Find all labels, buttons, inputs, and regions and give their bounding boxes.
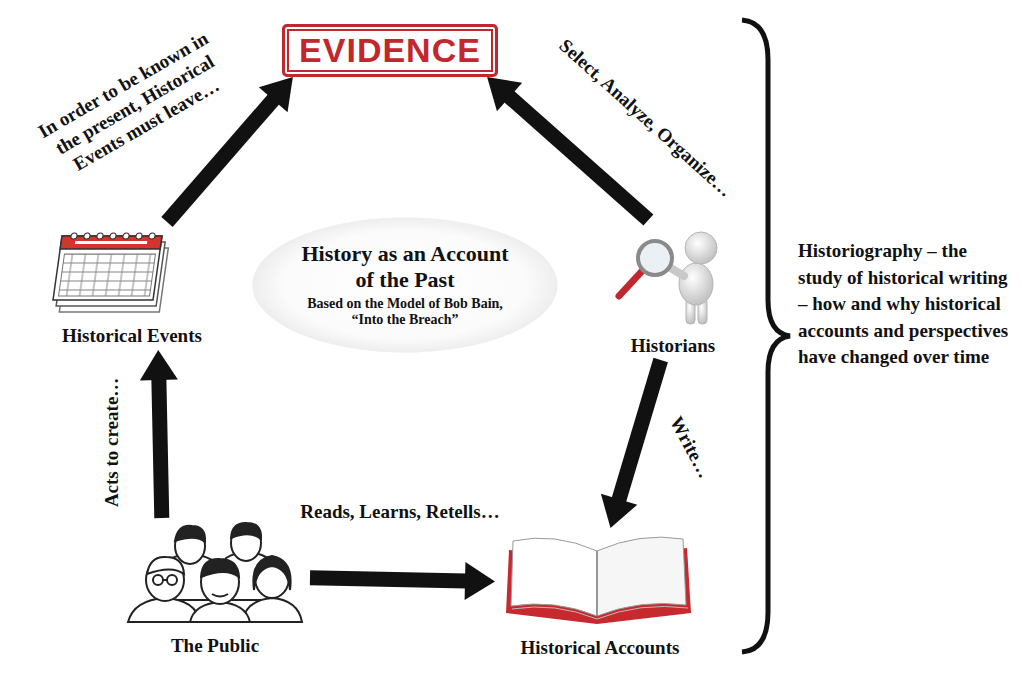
- edge-label: In order to be known in the present, His…: [22, 20, 248, 190]
- historian-figure-part: [619, 270, 643, 296]
- historian-figure-part: [685, 232, 717, 264]
- arrow-head: [140, 350, 178, 380]
- calendar-icon-part: [75, 241, 147, 244]
- center-ellipse: History as an Account of the PastBased o…: [250, 215, 560, 355]
- people-icon-part: [201, 559, 239, 577]
- people-icon-part: [175, 526, 205, 542]
- calendar-icon-part: [149, 233, 156, 239]
- people-icon-part: [163, 579, 167, 581]
- curly-bracket: [742, 20, 790, 652]
- calendar-icon-part: [53, 236, 162, 300]
- events-node: Historical Events: [45, 222, 220, 350]
- arrow-shaft: [310, 578, 467, 581]
- calendar-icon-part: [71, 233, 78, 239]
- flow-arrow: [310, 562, 495, 600]
- arrow-shaft: [159, 378, 162, 518]
- ellipse-shape: [253, 218, 557, 352]
- node-text: EVIDENCE: [299, 31, 481, 70]
- people-icon-part: [253, 556, 290, 590]
- people-icon-part: [212, 594, 228, 597]
- historian-figure-part: [638, 241, 672, 275]
- calendar-icon: [51, 233, 170, 312]
- people-icon-part: [231, 523, 261, 539]
- people-icon-part: [147, 557, 184, 574]
- calendar-icon-part: [110, 233, 117, 239]
- accounts-node: Historical Accounts: [495, 528, 705, 662]
- edge-label: Acts to create…: [102, 377, 125, 506]
- node-text: The Public: [171, 635, 259, 658]
- node-text: Historians: [631, 335, 715, 358]
- node-text: Based on the Model of Bob Bain, “Into th…: [305, 296, 505, 330]
- edge-label: Write…: [664, 412, 715, 481]
- calendar-icon-part: [84, 233, 91, 239]
- arrow-head: [601, 494, 637, 528]
- side-note: Historiography – the study of historical…: [798, 238, 1010, 371]
- calendar-icon-part: [123, 233, 130, 239]
- book-icon-part: [596, 551, 598, 616]
- public-node: The Public: [120, 518, 310, 660]
- book-icon-part: [597, 537, 686, 616]
- arrow-shaft: [619, 360, 661, 501]
- people-icon: [128, 523, 302, 622]
- book-icon-part: [511, 538, 597, 616]
- book-icon: [506, 537, 691, 624]
- historian-figure: [619, 232, 717, 324]
- node-text: Historical Accounts: [521, 637, 680, 660]
- arrow-head: [465, 562, 495, 600]
- people-icon-part: [153, 575, 163, 585]
- people-icon-part: [242, 598, 302, 622]
- flow-arrow: [601, 360, 661, 528]
- calendar-icon-part: [136, 233, 143, 239]
- calendar-icon-part: [97, 233, 104, 239]
- edge-label: Reads, Learns, Retells…: [300, 501, 499, 524]
- evidence-stamp: EVIDENCE: [282, 24, 498, 77]
- edge-label: Select, Analyze, Organize…: [554, 34, 736, 201]
- node-text: History as an Account of the Past: [298, 241, 513, 294]
- book-icon-part: [512, 606, 688, 619]
- people-icon-part: [167, 575, 177, 585]
- arrow-head: [259, 77, 293, 112]
- arrow-head: [487, 77, 522, 111]
- historians-node: Historians: [612, 220, 735, 360]
- flow-arrow: [140, 350, 178, 518]
- historian-figure-part: [679, 263, 713, 305]
- node-text: Historical Events: [62, 325, 202, 348]
- calendar-icon-part: [59, 254, 156, 296]
